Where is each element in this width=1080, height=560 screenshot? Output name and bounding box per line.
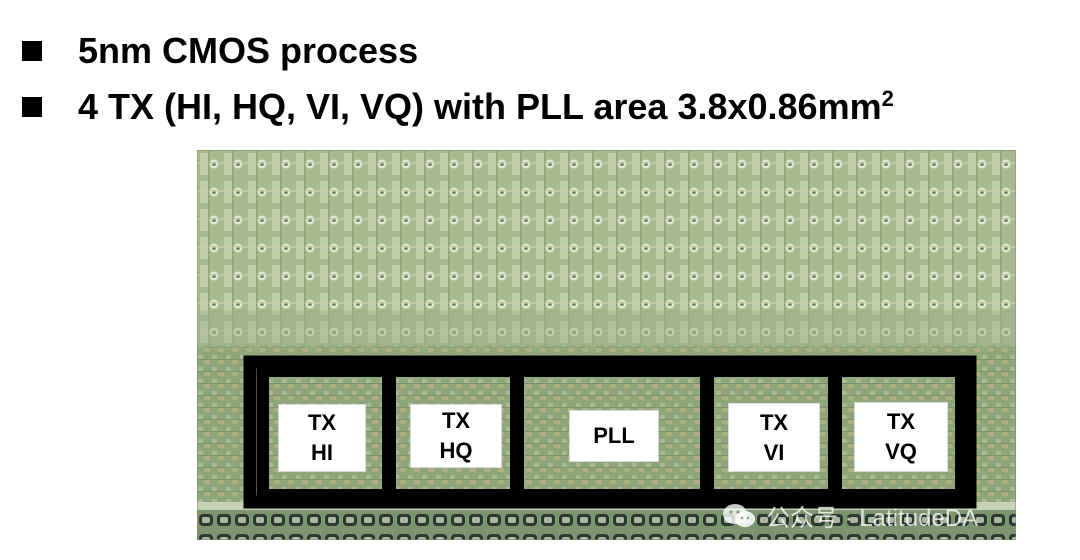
bullet-square-icon bbox=[22, 41, 42, 61]
bullet-item-area: 4 TX (HI, HQ, VI, VQ) with PLL area 3.8x… bbox=[22, 86, 894, 128]
block-label-pll: PLL bbox=[569, 410, 659, 462]
block-label-tx-hi: TX HI bbox=[278, 404, 366, 472]
die-photo bbox=[197, 150, 1016, 540]
watermark: 公众号 · LatitudeDA bbox=[722, 498, 978, 533]
die-photo-graphic bbox=[197, 150, 1016, 540]
bullet-text: 4 TX (HI, HQ, VI, VQ) with PLL area 3.8x… bbox=[78, 86, 894, 127]
bullet-text: 5nm CMOS process bbox=[78, 30, 419, 71]
wechat-icon bbox=[723, 503, 755, 527]
block-label-tx-hq: TX HQ bbox=[410, 404, 502, 468]
block-outline bbox=[830, 365, 967, 501]
watermark-text: 公众号 · LatitudeDA bbox=[766, 505, 979, 532]
block-label-tx-vq: TX VQ bbox=[854, 402, 948, 472]
outline-frame bbox=[243, 355, 977, 509]
block-label-tx-vi: TX VI bbox=[728, 403, 820, 472]
bullet-item-process: 5nm CMOS process bbox=[22, 30, 418, 72]
bullet-square-icon bbox=[22, 97, 42, 117]
